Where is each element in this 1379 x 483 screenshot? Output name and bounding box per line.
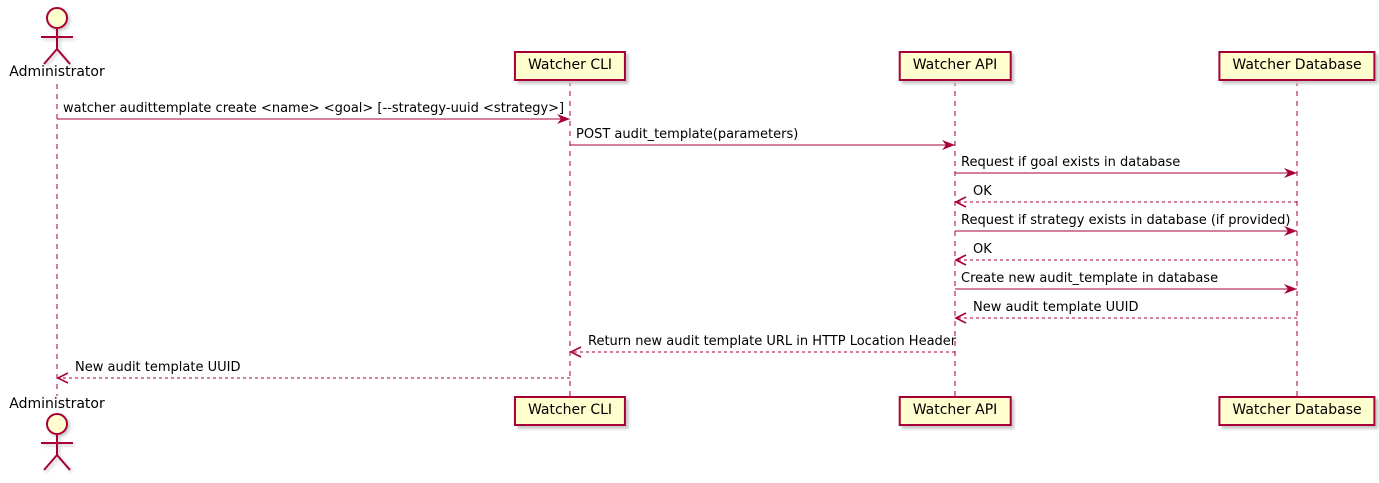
actor-limb (43, 48, 58, 65)
actor-limb (56, 48, 71, 65)
actor-head (46, 413, 68, 435)
message-label-3: Request if goal exists in database (961, 155, 1181, 170)
message-label-10: New audit template UUID (75, 360, 241, 375)
message-label-9: Return new audit template URL in HTTP Lo… (588, 334, 957, 349)
participant-box-top-watcher-database: Watcher Database (1218, 51, 1376, 81)
arrowhead-open-4 (954, 196, 967, 208)
actor-figure-bottom-administrator (41, 413, 73, 471)
arrowhead-open-9 (569, 346, 582, 358)
participant-box-top-watcher-cli: Watcher CLI (513, 51, 627, 81)
actor-limb (56, 454, 71, 471)
participant-box-bottom-watcher-database: Watcher Database (1218, 396, 1376, 426)
message-label-4: OK (973, 184, 992, 199)
message-label-5: Request if strategy exists in database (… (961, 213, 1291, 228)
participant-box-top-watcher-api: Watcher API (898, 51, 1012, 81)
participant-box-bottom-watcher-cli: Watcher CLI (513, 396, 627, 426)
message-label-6: OK (973, 242, 992, 257)
arrowhead-solid-3 (1284, 168, 1297, 178)
arrowhead-open-6 (954, 254, 967, 266)
actor-limb (43, 454, 58, 471)
message-label-8: New audit template UUID (973, 300, 1139, 315)
arrowhead-solid-2 (942, 140, 955, 150)
actor-figure-top-administrator (41, 7, 73, 65)
arrowhead-open-10 (56, 372, 69, 384)
arrowhead-solid-7 (1284, 284, 1297, 294)
message-label-7: Create new audit_template in database (961, 271, 1219, 286)
arrowhead-solid-5 (1284, 226, 1297, 236)
message-label-1: watcher audittemplate create <name> <goa… (63, 101, 565, 116)
participant-box-bottom-watcher-api: Watcher API (898, 396, 1012, 426)
arrowhead-open-8 (954, 312, 967, 324)
message-label-2: POST audit_template(parameters) (576, 127, 799, 142)
participant-label-top-administrator: Administrator (9, 64, 105, 80)
participant-label-bottom-administrator: Administrator (9, 396, 105, 412)
arrowhead-solid-1 (557, 114, 570, 124)
actor-head (46, 7, 68, 29)
